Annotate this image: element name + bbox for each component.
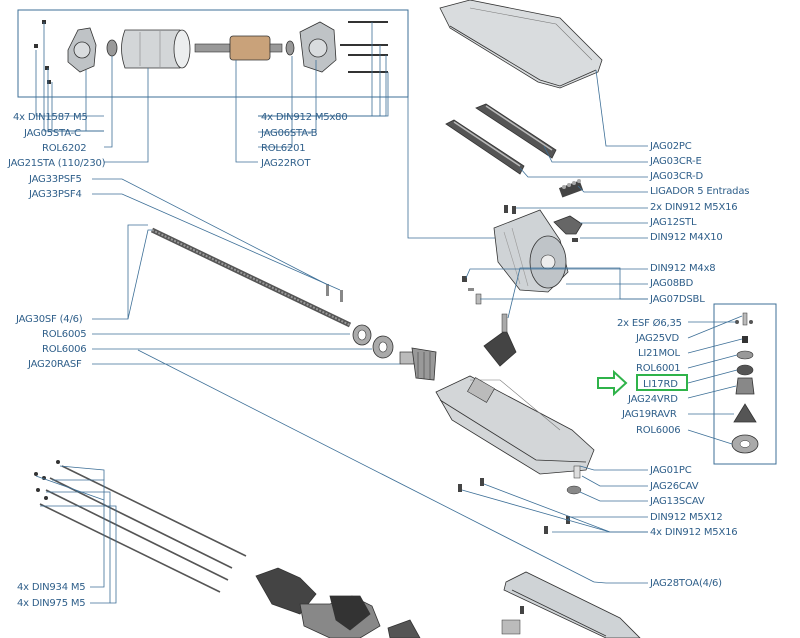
arm-assembly-part <box>255 567 421 638</box>
pins-jag33-part <box>92 178 343 302</box>
housing-jag01pc-part <box>435 375 595 475</box>
label-din912-m5x12: DIN912 M5X12 <box>650 512 723 523</box>
end-cap-jag06-part <box>299 21 337 73</box>
label-jag24vrd: JAG24VRD <box>627 394 678 405</box>
spindle-bearings <box>352 324 394 359</box>
label-jag26cav: JAG26CAV <box>649 481 699 492</box>
gear-jag19ravr-part <box>733 403 757 423</box>
bearing-rol6202-part <box>106 39 118 57</box>
label-jag03crd: JAG03CR-D <box>649 171 703 182</box>
gear-kit-frame <box>713 303 777 465</box>
label-jag22: JAG22ROT <box>260 158 311 169</box>
label-jag25vd: JAG25VD <box>635 333 680 344</box>
label-din975: 4x DIN975 M5 <box>17 598 85 609</box>
shaft-jag24vrd-part <box>735 377 755 395</box>
gear-kit-leaders <box>687 315 743 445</box>
highlight-box-li17rd <box>636 374 688 391</box>
label-esf: 2x ESF Ø6,35 <box>617 317 682 329</box>
lower-leaders <box>461 465 648 533</box>
motor-labels: 4x DIN1587 M5 JAG05STA-C ROL6202 JAG21ST… <box>7 112 348 200</box>
label-jag08bd: JAG08BD <box>649 278 694 289</box>
label-jag07dsbl: JAG07DSBL <box>649 294 705 305</box>
cover-rail-jag03cre-part <box>475 103 557 159</box>
label-rol6006: ROL6006 <box>42 344 86 355</box>
cover-jag02pc-part <box>439 0 603 89</box>
motor-leaders <box>35 22 496 239</box>
label-li17rd: LI17RD <box>643 379 678 390</box>
cover-rail-jag03crd-part <box>445 119 525 175</box>
m5x80-screws <box>340 21 388 73</box>
bracket-jag12-part <box>553 215 583 235</box>
label-jag19ravr: JAG19RAVR <box>621 409 677 420</box>
label-jag33psf4: JAG33PSF4 <box>28 189 82 200</box>
label-din912-m4x8: DIN912 M4x8 <box>650 263 715 274</box>
gear-kit-group <box>713 303 777 465</box>
label-jag01pc: JAG01PC <box>649 465 692 476</box>
bevel-gear-part <box>483 313 517 367</box>
label-jag12stl: JAG12STL <box>649 217 697 228</box>
label-din912-m5x16-2x: 2x DIN912 M5X16 <box>650 202 737 213</box>
motor-assembly-frame <box>17 9 409 98</box>
din1587-nuts <box>34 20 51 84</box>
highlight-arrow <box>597 369 628 397</box>
label-rol6005: ROL6005 <box>42 329 86 340</box>
label-jag13scav: JAG13SCAV <box>649 496 705 507</box>
bearing-rol6201-part <box>285 40 295 56</box>
label-jag33psf5: JAG33PSF5 <box>28 174 82 185</box>
label-rol6201: ROL6201 <box>261 143 305 154</box>
label-jag02pc: JAG02PC <box>649 141 692 152</box>
pin-jag25vd-part <box>742 312 748 326</box>
label-jag20rasf: JAG20RASF <box>27 359 82 370</box>
label-jag06: JAG06STA-B <box>260 128 318 139</box>
spindle-labels: JAG30SF (4/6) ROL6005 ROL6006 JAG20RASF <box>15 314 87 370</box>
label-din912-m5x80: 4x DIN912 M5x80 <box>261 112 348 123</box>
label-din1587: 4x DIN1587 M5 <box>13 112 88 123</box>
motor-jag08bd-part <box>493 209 569 293</box>
spindle-jag30-part <box>150 227 352 328</box>
label-rol6202: ROL6202 <box>42 143 86 154</box>
label-din912-m5x16-4x: 4x DIN912 M5X16 <box>650 527 737 538</box>
profile-jag28toa-part <box>501 571 641 638</box>
cover-labels: JAG02PC JAG03CR-E JAG03CR-D LIGADOR 5 En… <box>649 141 749 305</box>
label-jag05: JAG05STA-C <box>23 128 81 139</box>
gear-kit-labels: 2x ESF Ø6,35 JAG25VD LI21MOL ROL6001 LI1… <box>597 317 688 436</box>
terminal-block-part <box>558 179 584 198</box>
label-rol6006-kit: ROL6006 <box>636 425 680 436</box>
end-cap-jag05-part <box>67 27 97 73</box>
label-din934: 4x DIN934 M5 <box>17 582 85 593</box>
label-jag03cre: JAG03CR-E <box>649 156 702 167</box>
label-li21mol: LI21MOL <box>638 348 681 359</box>
stator-jag21-part <box>121 29 191 69</box>
label-jag28toa: JAG28TOA(4/6) <box>649 578 722 589</box>
screw-m4x8-part <box>462 276 482 305</box>
cover-leaders <box>465 69 648 319</box>
rods-leaders <box>35 465 117 604</box>
label-jag21: JAG21STA (110/230) <box>7 158 106 169</box>
label-ligador: LIGADOR 5 Entradas <box>650 186 749 197</box>
label-jag30sf: JAG30SF (4/6) <box>15 314 83 325</box>
rods-labels: 4x DIN934 M5 4x DIN975 M5 <box>17 582 86 609</box>
label-rol6001: ROL6001 <box>636 363 680 374</box>
leader-jag28 <box>593 581 648 584</box>
motor-assembly-group <box>17 9 409 98</box>
washer-li17rd-part <box>736 364 754 376</box>
lower-small-parts <box>458 465 582 534</box>
bearing-rol6001-part <box>736 350 754 360</box>
lower-labels: JAG01PC JAG26CAV JAG13SCAV DIN912 M5X12 … <box>649 465 738 538</box>
small-screws-part <box>504 205 578 242</box>
label-din912-m4x10: DIN912 M4X10 <box>650 232 723 243</box>
spring-li21mol-part <box>742 336 748 343</box>
gear-jag20-part <box>399 347 437 381</box>
rotor-jag22-part <box>194 35 283 61</box>
threaded-rods-part <box>34 460 247 593</box>
spindle-leaders <box>92 224 595 583</box>
